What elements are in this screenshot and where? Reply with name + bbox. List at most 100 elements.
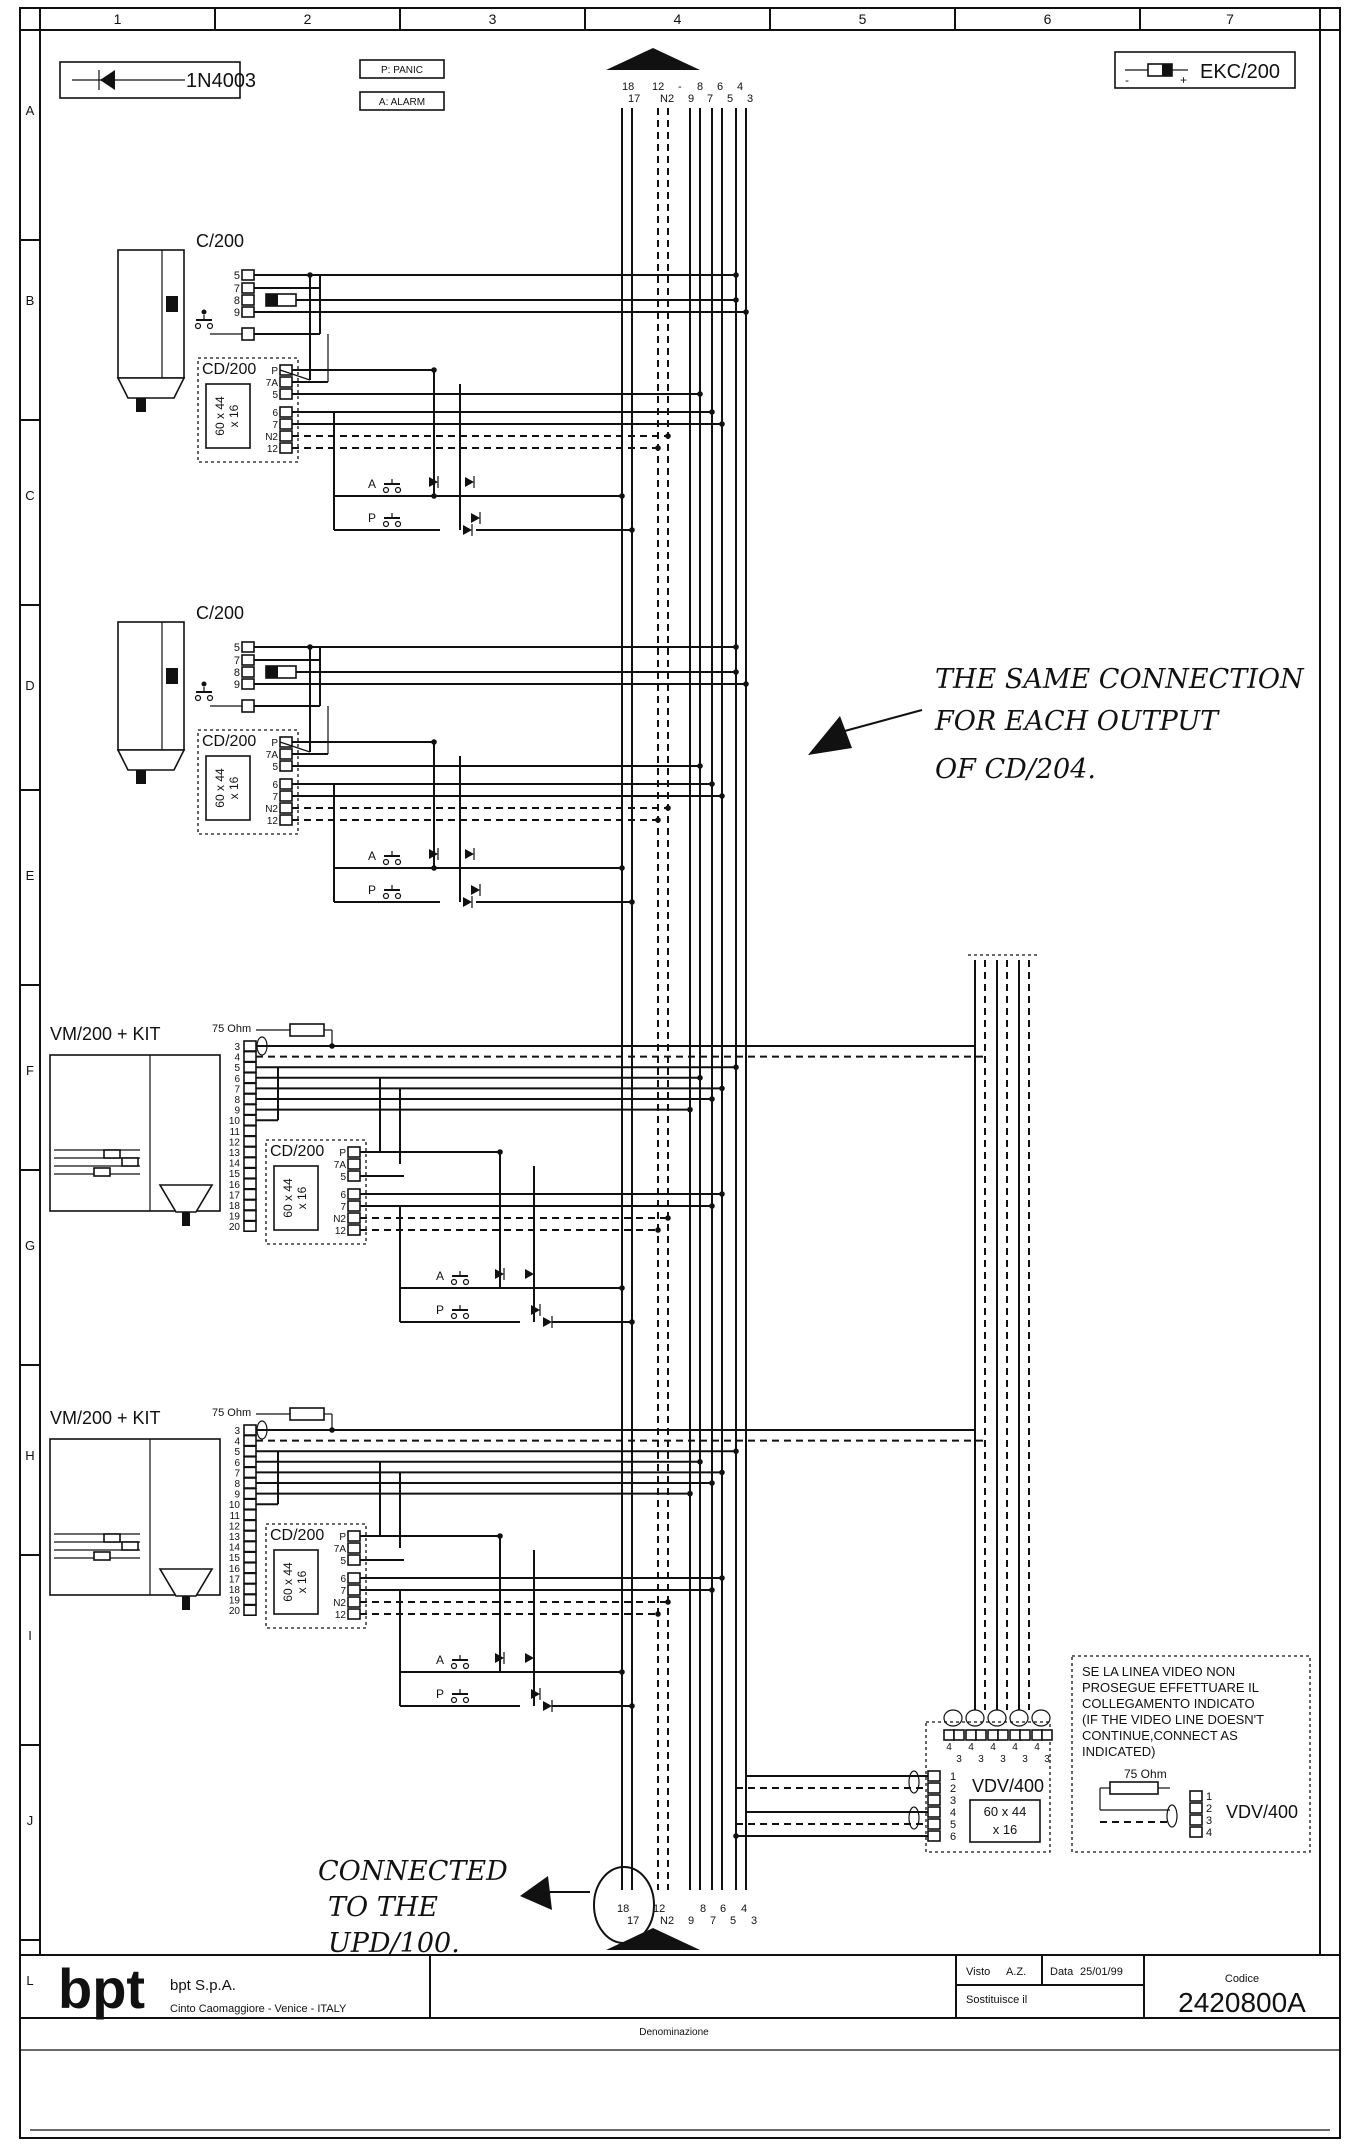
svg-text:x 16: x 16 (295, 1186, 309, 1209)
svg-text:13: 13 (229, 1148, 241, 1159)
svg-text:60 x 44: 60 x 44 (213, 396, 227, 436)
svg-text:6: 6 (717, 81, 723, 93)
svg-text:7: 7 (234, 283, 240, 295)
svg-text:THE SAME CONNECTION: THE SAME CONNECTION (935, 664, 1305, 695)
svg-text:6: 6 (340, 1574, 346, 1585)
svg-text:P: P (271, 738, 278, 749)
svg-text:-: - (678, 81, 682, 93)
panic-alarm-legend: P: PANIC A: ALARM (359, 59, 445, 111)
svg-text:13: 13 (229, 1532, 241, 1543)
svg-text:Sostituisce il: Sostituisce il (966, 1994, 1027, 2006)
svg-text:60 x 44: 60 x 44 (984, 1804, 1027, 1819)
svg-text:14: 14 (229, 1159, 241, 1170)
svg-text:2: 2 (950, 1783, 956, 1795)
svg-text:9: 9 (688, 1915, 694, 1927)
svg-text:7A: 7A (266, 750, 279, 761)
svg-text:Codice: Codice (1225, 1973, 1259, 1985)
row-label: I (28, 1628, 32, 1643)
svg-text:12: 12 (267, 444, 279, 455)
svg-text:PROSEGUE EFFETTUARE IL: PROSEGUE EFFETTUARE IL (1082, 1680, 1259, 1695)
svg-text:x 16: x 16 (295, 1570, 309, 1593)
svg-text:3: 3 (1022, 1754, 1028, 1765)
svg-text:8: 8 (234, 667, 240, 679)
vm200-ohm-label: 75 Ohm (212, 1407, 251, 1419)
row-label: E (26, 868, 35, 883)
row-label: C (25, 488, 34, 503)
row-label: G (25, 1238, 35, 1253)
svg-text:7: 7 (234, 1084, 240, 1095)
svg-text:5: 5 (272, 390, 278, 401)
svg-text:9: 9 (234, 679, 240, 691)
svg-text:20: 20 (229, 1222, 241, 1233)
svg-text:8: 8 (234, 295, 240, 307)
svg-text:12: 12 (652, 81, 664, 93)
title-block: bpt bpt S.p.A. Cinto Caomaggiore - Venic… (20, 1954, 1340, 2139)
svg-text:VDV/400: VDV/400 (1226, 1802, 1298, 1822)
svg-text:14: 14 (229, 1543, 241, 1554)
svg-text:3: 3 (234, 1426, 240, 1437)
svg-text:N2: N2 (660, 1915, 674, 1927)
svg-text:9: 9 (234, 1490, 240, 1501)
diode-icon (100, 70, 115, 90)
svg-text:5: 5 (234, 1447, 240, 1458)
svg-text:12: 12 (229, 1137, 241, 1148)
column-label: 3 (489, 11, 497, 27)
resistor-icon (1109, 1781, 1159, 1795)
svg-text:4: 4 (737, 81, 743, 93)
svg-text:8: 8 (234, 1479, 240, 1490)
row-label: A (26, 103, 35, 118)
cd200-title: CD/200 (270, 1143, 324, 1160)
svg-text:5: 5 (234, 642, 240, 654)
svg-text:3: 3 (1044, 1754, 1050, 1765)
ekc-label: EKC/200 (1200, 61, 1280, 83)
svg-text:8: 8 (234, 1095, 240, 1106)
row-label: F (26, 1063, 34, 1078)
svg-text:60 x 44: 60 x 44 (281, 1562, 295, 1602)
bus-bottom-arrow-icon (606, 1928, 700, 1950)
diode-legend: 1N4003 (59, 61, 256, 99)
svg-text:6: 6 (234, 1458, 240, 1469)
svg-text:60 x 44: 60 x 44 (213, 768, 227, 808)
svg-text:4: 4 (1206, 1827, 1212, 1839)
svg-text:3: 3 (234, 1042, 240, 1053)
column-label: 7 (1226, 11, 1234, 27)
svg-text:N2: N2 (333, 1214, 346, 1225)
svg-text:10: 10 (229, 1116, 241, 1127)
bus-top-labels: 18 12 - 8 6 4 17 N2 9 7 5 3 (622, 81, 753, 105)
svg-text:4: 4 (990, 1742, 996, 1753)
drawing-code: 2420800A (1178, 1987, 1306, 2018)
svg-text:6: 6 (234, 1074, 240, 1085)
svg-text:Data: Data (1050, 1966, 1074, 1978)
svg-text:10: 10 (229, 1500, 241, 1511)
svg-text:6: 6 (272, 408, 278, 419)
svg-text:7: 7 (707, 93, 713, 105)
svg-text:P: P (339, 1532, 346, 1543)
svg-text:2: 2 (1206, 1803, 1212, 1815)
company-name: bpt S.p.A. (170, 1977, 236, 1994)
row-label: D (25, 678, 34, 693)
svg-text:SE LA LINEA VIDEO NON: SE LA LINEA VIDEO NON (1082, 1664, 1235, 1679)
svg-text:Denominazione: Denominazione (639, 2027, 709, 2038)
svg-text:18: 18 (622, 81, 634, 93)
svg-text:9: 9 (234, 1106, 240, 1117)
svg-text:x 16: x 16 (227, 776, 241, 799)
svg-text:+: + (1180, 73, 1187, 87)
svg-text:5: 5 (727, 93, 733, 105)
svg-text:9: 9 (688, 93, 694, 105)
svg-text:5: 5 (234, 270, 240, 282)
alarm-label: A: ALARM (379, 97, 425, 108)
svg-text:17: 17 (628, 93, 640, 105)
handwritten-same-connection: THE SAME CONNECTION FOR EACH OUTPUT OF C… (808, 664, 1305, 785)
svg-text:7: 7 (272, 420, 278, 431)
panic-button-label: P (368, 511, 376, 525)
svg-text:15: 15 (229, 1553, 241, 1564)
svg-text:3: 3 (978, 1754, 984, 1765)
